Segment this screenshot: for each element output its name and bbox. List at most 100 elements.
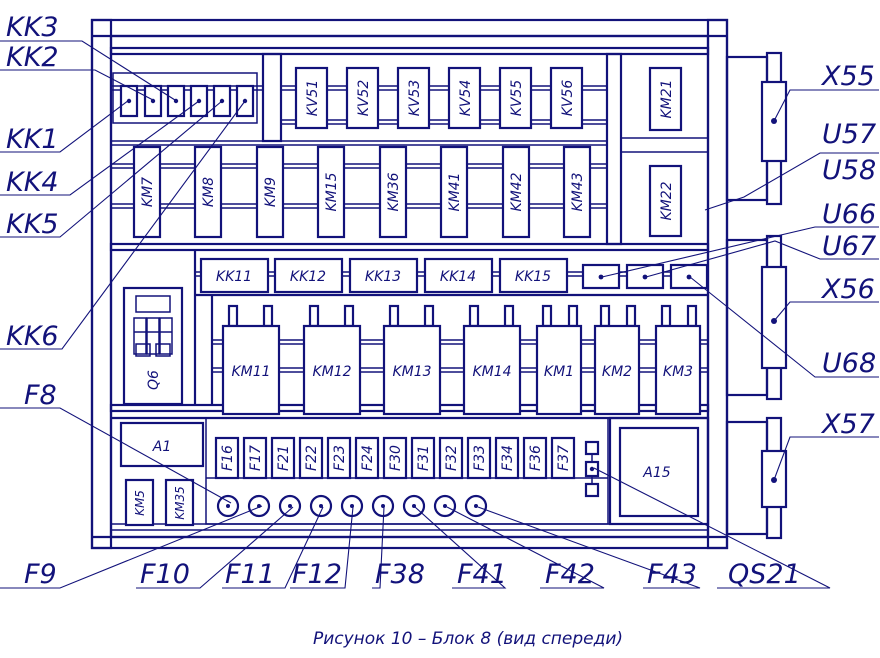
fuse-f16: F16 (214, 436, 240, 480)
label-kk2: KK2 (6, 42, 59, 73)
fuse-f36: F36 (522, 436, 548, 480)
svg-text:KM2: KM2 (602, 364, 632, 380)
contactor-km12: KM12 (302, 304, 362, 416)
contactor-km22: KM22 (648, 164, 683, 238)
leader-lines (0, 40, 879, 589)
fuse-f23: F23 (326, 436, 352, 480)
svg-text:F37: F37 (556, 445, 572, 471)
label-f12: F12 (292, 559, 342, 590)
fuse-f21: F21 (270, 436, 296, 480)
label-f38: F38 (375, 559, 425, 590)
label-f8: F8 (24, 380, 57, 411)
svg-text:KM13: KM13 (392, 364, 431, 380)
km-top-row: KM7 KM8 KM9 KM15 KM36 KM41 KM42 KM43 (132, 145, 592, 239)
label-f43: F43 (647, 559, 697, 590)
svg-text:F17: F17 (248, 445, 264, 471)
contactor-km35: KM35 (164, 478, 195, 527)
label-u68: U68 (822, 348, 876, 379)
svg-text:KM36: KM36 (386, 172, 402, 211)
svg-text:KK12: KK12 (290, 269, 326, 285)
contactor-km8: KM8 (193, 145, 223, 239)
svg-text:F36: F36 (528, 445, 544, 471)
relay-kv52: KV52 (345, 66, 380, 130)
relay-kv56: KV56 (549, 66, 584, 130)
svg-text:KM5: KM5 (133, 490, 147, 516)
contactor-km36: KM36 (378, 145, 408, 239)
switch-q6: Q6 (122, 286, 184, 406)
svg-text:KM7: KM7 (140, 177, 156, 207)
fuse-f37: F37 (550, 436, 576, 480)
svg-text:KM22: KM22 (659, 181, 675, 220)
relay-kk14: KK14 (423, 257, 494, 294)
svg-text:KM35: KM35 (173, 486, 187, 520)
kv-relays: KV51 KV52 KV53 KV54 KV55 KV56 (294, 66, 584, 130)
svg-text:F32: F32 (444, 445, 460, 471)
svg-text:F21: F21 (276, 445, 292, 471)
label-kk3: KK3 (6, 12, 59, 43)
svg-text:KV51: KV51 (305, 80, 321, 117)
svg-text:KK14: KK14 (440, 269, 476, 285)
svg-text:KM8: KM8 (201, 177, 217, 207)
svg-text:KM11: KM11 (231, 364, 270, 380)
svg-text:KM14: KM14 (472, 364, 511, 380)
round-fuse-holders (216, 494, 488, 518)
callout-labels-left: KK3 KK2 KK1 KK4 KK5 KK6 F8 F9 (6, 12, 59, 590)
relay-kv54: KV54 (447, 66, 482, 130)
svg-text:KM42: KM42 (509, 172, 525, 211)
svg-text:KM15: KM15 (324, 172, 340, 211)
label-u67: U67 (822, 231, 876, 262)
fuse-row: F16 F17 F21 F22 F23 F24 F30 F31 F32 F33 … (214, 436, 576, 480)
u-blocks (581, 263, 709, 290)
svg-text:F16: F16 (220, 445, 236, 471)
contactor-km11: KM11 (221, 304, 281, 416)
svg-text:F33: F33 (472, 445, 488, 471)
svg-text:KM43: KM43 (570, 172, 586, 211)
contactor-km14: KM14 (462, 304, 522, 416)
svg-text:KM3: KM3 (663, 364, 693, 380)
svg-text:KV55: KV55 (509, 80, 525, 117)
svg-text:KK13: KK13 (365, 269, 401, 285)
fuse-f30: F30 (382, 436, 408, 480)
contactor-km43: KM43 (562, 145, 592, 239)
callout-labels-right: X55 U57 U58 U66 U67 X56 U68 X57 (820, 61, 876, 440)
label-u57: U57 (822, 119, 876, 150)
right-connectors (725, 51, 788, 540)
fuse-f32: F32 (438, 436, 464, 480)
contactor-km15: KM15 (316, 145, 346, 239)
svg-text:A1: A1 (152, 439, 171, 455)
module-a15: A15 (608, 416, 710, 526)
svg-text:KV53: KV53 (407, 80, 423, 117)
svg-text:Q6: Q6 (146, 370, 162, 390)
relay-kk13: KK13 (348, 257, 419, 294)
contactor-km7: KM7 (132, 145, 162, 239)
contactor-km13: KM13 (382, 304, 442, 416)
label-f41: F41 (457, 559, 507, 590)
switch-qs21 (584, 440, 600, 498)
fuse-f22: F22 (298, 436, 324, 480)
fuse-f31: F31 (410, 436, 436, 480)
relay-kk15: KK15 (498, 257, 569, 294)
svg-text:KM1: KM1 (544, 364, 574, 380)
svg-text:KV52: KV52 (356, 80, 372, 117)
contactor-km5: KM5 (124, 478, 155, 527)
label-f42: F42 (545, 559, 595, 590)
contactor-km21: KM21 (648, 66, 683, 132)
fuse-f24: F24 (354, 436, 380, 480)
svg-text:KM41: KM41 (447, 172, 463, 211)
svg-text:KV56: KV56 (560, 80, 576, 117)
km-large-row: KM11 KM12 KM13 KM14 KM1 KM2 (221, 304, 702, 416)
kk-small-row: KK11 KK12 KK13 KK14 KK15 (199, 257, 569, 294)
svg-text:F23: F23 (332, 445, 348, 471)
svg-text:F34: F34 (500, 445, 516, 471)
figure-caption: Рисунок 10 – Блок 8 (вид спереди) (313, 629, 623, 649)
svg-text:F24: F24 (360, 445, 376, 471)
relay-kv51: KV51 (294, 66, 329, 130)
label-kk5: KK5 (6, 209, 59, 240)
contactor-km9: KM9 (255, 145, 285, 239)
callout-labels-bottom: F10 F11 F12 F38 F41 F42 F43 QS21 (140, 559, 801, 590)
contactor-km1: KM1 (535, 304, 583, 416)
connector-x56 (760, 265, 788, 370)
svg-text:F30: F30 (388, 445, 404, 471)
label-u66: U66 (822, 199, 876, 230)
